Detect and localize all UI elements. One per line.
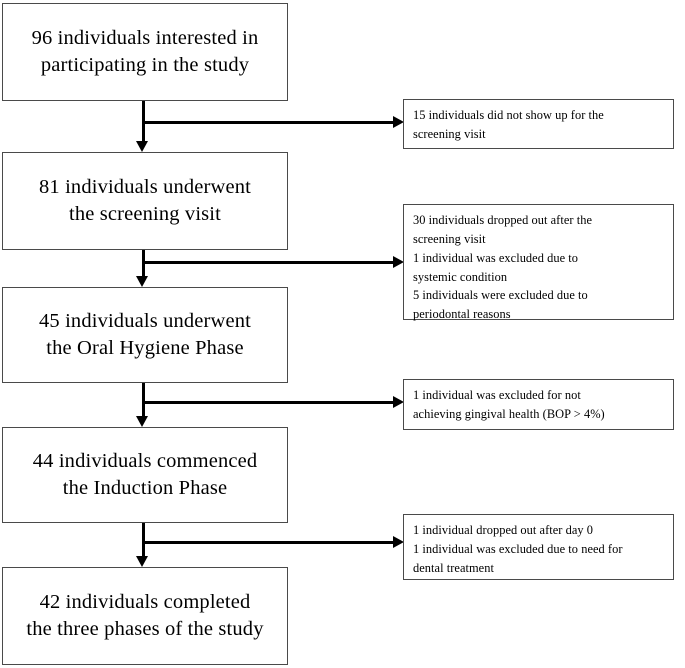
arrow-right-2 <box>393 255 404 268</box>
flow-box-enrolled-label: 96 individuals interested in participati… <box>31 26 259 76</box>
exclusion-box-1-label: 15 individuals did not show up for the s… <box>413 108 604 141</box>
exclusion-box-3-label: 1 individual was excluded for not achiev… <box>413 388 605 421</box>
exclusion-box-2-label: 30 individuals dropped out after the scr… <box>413 213 593 322</box>
arrow-right-3 <box>393 395 404 408</box>
arrow-right-1 <box>393 115 404 128</box>
arrow-down-4 <box>136 556 148 567</box>
connector-vertical-4 <box>142 523 145 556</box>
flow-box-oral-hygiene-phase: 45 individuals underwent the Oral Hygien… <box>2 287 288 383</box>
connector-vertical-3 <box>142 383 145 416</box>
connector-horizontal-3 <box>142 401 398 404</box>
exclusion-box-4: 1 individual dropped out after day 0 1 i… <box>403 514 674 580</box>
exclusion-box-3: 1 individual was excluded for not achiev… <box>403 379 674 430</box>
exclusion-box-2: 30 individuals dropped out after the scr… <box>403 204 674 321</box>
connector-horizontal-1 <box>142 121 398 124</box>
arrow-down-1 <box>136 141 148 152</box>
exclusion-box-4-label: 1 individual dropped out after day 0 1 i… <box>413 523 623 575</box>
flow-box-screened-label: 81 individuals underwent the screening v… <box>39 175 251 225</box>
flow-box-completed: 42 individuals completed the three phase… <box>2 567 288 665</box>
connector-horizontal-4 <box>142 541 398 544</box>
exclusion-box-1: 15 individuals did not show up for the s… <box>403 99 674 149</box>
arrow-down-3 <box>136 416 148 427</box>
flow-box-oral-hygiene-phase-label: 45 individuals underwent the Oral Hygien… <box>39 309 251 359</box>
connector-horizontal-2 <box>142 261 398 264</box>
flow-box-completed-label: 42 individuals completed the three phase… <box>26 590 264 640</box>
flow-box-enrolled: 96 individuals interested in participati… <box>2 3 288 101</box>
flow-box-induction-phase-label: 44 individuals commenced the Induction P… <box>32 449 258 499</box>
arrow-right-4 <box>393 535 404 548</box>
flow-box-screened: 81 individuals underwent the screening v… <box>2 152 288 250</box>
flow-box-induction-phase: 44 individuals commenced the Induction P… <box>2 427 288 523</box>
arrow-down-2 <box>136 276 148 287</box>
